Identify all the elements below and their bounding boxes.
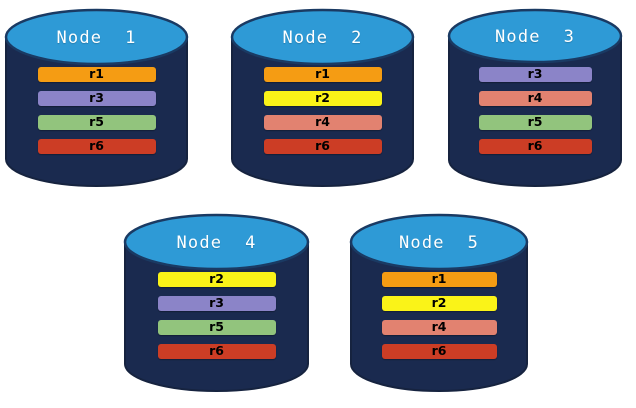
replica-bar-r2[interactable]: r2 bbox=[157, 271, 276, 287]
replica-bar-r5[interactable]: r5 bbox=[478, 114, 592, 130]
replica-label: r6 bbox=[315, 138, 330, 154]
cylinder-top-disc bbox=[349, 213, 529, 271]
replica-label: r4 bbox=[431, 319, 447, 335]
replica-stack: r3 r4 r5 r6 bbox=[447, 67, 623, 154]
replica-label: r5 bbox=[209, 319, 224, 335]
replica-label: r6 bbox=[527, 138, 543, 154]
replica-label: r3 bbox=[209, 295, 224, 311]
replica-label: r3 bbox=[527, 66, 543, 82]
replica-bar-r2[interactable]: r2 bbox=[381, 295, 497, 311]
replica-bar-r4[interactable]: r4 bbox=[263, 114, 382, 130]
replica-bar-r1[interactable]: r1 bbox=[381, 271, 497, 287]
replica-stack: r1 r2 r4 r6 bbox=[349, 272, 529, 359]
replica-bar-r6[interactable]: r6 bbox=[157, 343, 276, 359]
replica-bar-r6[interactable]: r6 bbox=[381, 343, 497, 359]
replica-label: r5 bbox=[527, 114, 543, 130]
cylinder-top-disc bbox=[447, 8, 623, 64]
replica-bar-r1[interactable]: r1 bbox=[37, 66, 156, 82]
cylinder-top-disc bbox=[4, 8, 189, 66]
replica-bar-r4[interactable]: r4 bbox=[478, 90, 592, 106]
replica-stack: r1 r2 r4 r6 bbox=[230, 67, 415, 154]
replica-bar-r6[interactable]: r6 bbox=[37, 138, 156, 154]
replica-label: r1 bbox=[431, 271, 447, 287]
replica-label: r6 bbox=[431, 343, 447, 359]
cylinder-top-disc bbox=[230, 8, 415, 66]
replica-label: r6 bbox=[89, 138, 104, 154]
replica-bar-r5[interactable]: r5 bbox=[37, 114, 156, 130]
replica-bar-r3[interactable]: r3 bbox=[478, 66, 592, 82]
replica-label: r1 bbox=[89, 66, 104, 82]
replica-label: r4 bbox=[315, 114, 330, 130]
replica-stack: r2 r3 r5 r6 bbox=[123, 272, 310, 359]
replica-label: r1 bbox=[315, 66, 330, 82]
cylinder-top-disc bbox=[123, 213, 310, 271]
replica-label: r2 bbox=[431, 295, 447, 311]
replica-bar-r3[interactable]: r3 bbox=[157, 295, 276, 311]
replica-bar-r6[interactable]: r6 bbox=[263, 138, 382, 154]
replica-label: r5 bbox=[89, 114, 104, 130]
replica-stack: r1 r3 r5 r6 bbox=[4, 67, 189, 154]
replica-bar-r1[interactable]: r1 bbox=[263, 66, 382, 82]
replica-label: r6 bbox=[209, 343, 224, 359]
replica-label: r4 bbox=[527, 90, 543, 106]
replica-bar-r6[interactable]: r6 bbox=[478, 138, 592, 154]
replica-label: r2 bbox=[209, 271, 224, 287]
replica-label: r2 bbox=[315, 90, 330, 106]
replica-bar-r2[interactable]: r2 bbox=[263, 90, 382, 106]
replica-bar-r4[interactable]: r4 bbox=[381, 319, 497, 335]
replica-label: r3 bbox=[89, 90, 104, 106]
replica-bar-r5[interactable]: r5 bbox=[157, 319, 276, 335]
replica-bar-r3[interactable]: r3 bbox=[37, 90, 156, 106]
